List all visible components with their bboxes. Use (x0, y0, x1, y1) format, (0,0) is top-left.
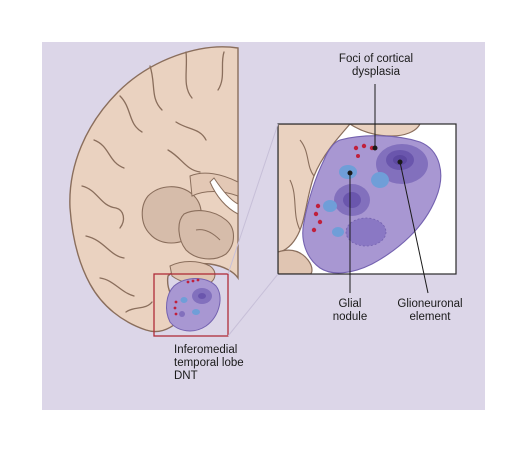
lateral-ventricle (209, 177, 239, 215)
label-inferomedial-temporal-lobe-dnt: Inferomedial temporal lobe DNT (174, 344, 284, 383)
foci-line-1: Foci of cortical (338, 53, 414, 65)
highlight-box (153, 273, 229, 337)
label-glioneuronal-element: Glioneuronal element (386, 298, 474, 324)
label-foci-of-cortical-dysplasia: Foci of cortical dysplasia (334, 53, 418, 79)
glioneuronal-leader-dot (397, 159, 403, 165)
glial-leader-dot (347, 170, 353, 176)
connector-bottom (227, 273, 279, 337)
foci-line-2: dysplasia (352, 66, 400, 78)
dnt-line-2: temporal lobe (174, 357, 244, 369)
dysplasia-foci (311, 143, 375, 233)
connector-top (227, 123, 279, 275)
foci-leader-dot (372, 145, 378, 151)
magnified-inset (277, 123, 457, 275)
glial-line-1: Glial (338, 298, 362, 310)
dnt-line-3: DNT (174, 370, 198, 382)
coronal-brain-section (69, 46, 239, 337)
small-dnt-lesion (166, 278, 221, 332)
dnt-line-1: Inferomedial (174, 344, 238, 356)
glioneuronal-line-2: element (409, 311, 451, 323)
thalamus (178, 210, 235, 260)
glioneuronal-leader-line (399, 161, 429, 294)
label-glial-nodule: Glial nodule (323, 298, 377, 324)
cortical-sulci (81, 51, 225, 313)
glial-line-2: nodule (332, 311, 368, 323)
glioneuronal-line-1: Glioneuronal (397, 298, 463, 310)
